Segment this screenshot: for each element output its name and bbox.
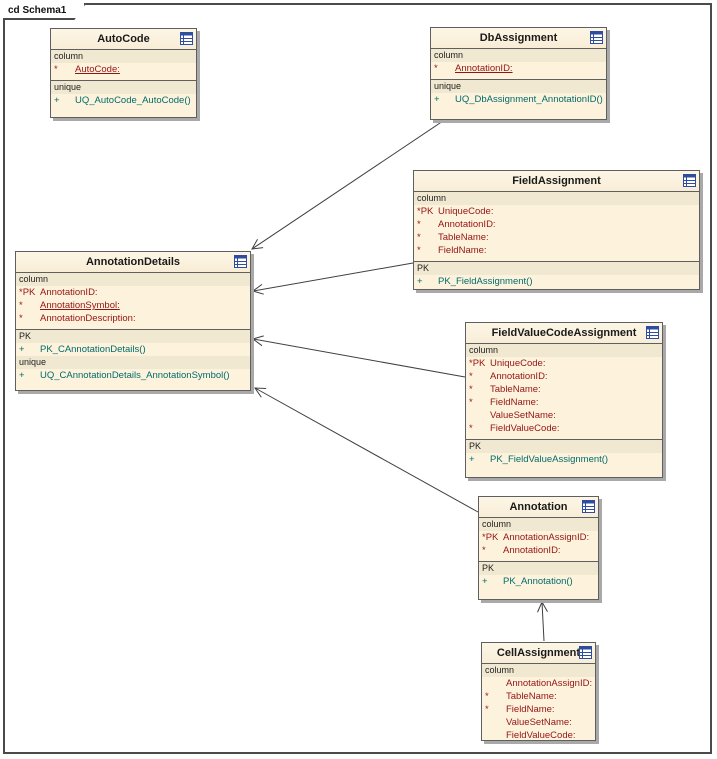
section-label: column — [431, 49, 606, 62]
section-label: column — [414, 192, 699, 205]
column-row: *TableName: — [469, 384, 541, 395]
column-row: *FieldValueCode: — [469, 423, 560, 434]
entity-name: CellAssignment — [496, 647, 581, 659]
entity-title: Annotation — [479, 497, 598, 518]
section-label: column — [51, 50, 196, 63]
table-icon — [646, 326, 659, 339]
table-icon — [180, 32, 193, 45]
entity-name: DbAssignment — [479, 32, 558, 44]
section-label: PK — [479, 562, 598, 575]
column-row: *AnnotationDescription: — [19, 313, 136, 324]
operation-row: +PK_CAnnotationDetails() — [19, 344, 146, 355]
compartment-columns: column *AutoCode: — [51, 50, 196, 80]
frame-label: cd Schema1 — [3, 3, 86, 20]
connector-annotation-to-annotationdetails[interactable] — [254, 387, 479, 513]
entity-title: AutoCode — [51, 29, 196, 50]
section-label: unique — [431, 80, 606, 93]
compartment-operations: PK +PK_FieldValueAssignment() — [466, 439, 662, 477]
operation-row: +PK_Annotation() — [482, 576, 573, 587]
column-row: *AnnotationID: — [482, 545, 561, 556]
section-label: column — [479, 518, 598, 531]
section-label: column — [16, 273, 250, 286]
connector-dbassignment-to-annotationdetails[interactable] — [251, 120, 444, 250]
section-label: PK — [466, 440, 662, 453]
section-label: column — [466, 344, 662, 357]
entity-name: AnnotationDetails — [85, 256, 181, 268]
section-label: PK — [414, 262, 699, 275]
connector-fieldvaluecodeassignment-to-annotationdetails[interactable] — [251, 335, 466, 378]
column-row: *AnnotationID: — [469, 371, 548, 382]
table-icon — [582, 500, 595, 513]
operation-row: +UQ_AutoCode_AutoCode() — [54, 95, 191, 106]
column-row: *FieldName: — [469, 397, 539, 408]
entity-name: FieldAssignment — [512, 175, 601, 187]
operation-row: +PK_FieldAssignment() — [417, 276, 533, 287]
column-row: *FieldName: — [417, 245, 487, 256]
entity-name: Annotation — [509, 501, 568, 513]
entity-autocode[interactable]: AutoCode column *AutoCode: unique +UQ_Au… — [50, 28, 197, 118]
operation-row: +UQ_CAnnotationDetails_AnnotationSymbol(… — [19, 370, 230, 381]
section-label: unique — [51, 81, 196, 94]
table-icon — [590, 31, 603, 44]
column-row: ValueSetName: — [506, 717, 572, 728]
column-row: *AutoCode: — [54, 64, 120, 75]
compartment-columns: column AnnotationAssignID: *TableName: *… — [482, 664, 595, 746]
column-row: *AnnotationID: — [434, 63, 513, 74]
compartment-operations: unique +UQ_DbAssignment_AnnotationID() — [431, 79, 606, 119]
entity-title: CellAssignment — [482, 643, 595, 664]
column-row: FieldValueCode: — [506, 730, 576, 741]
entity-name: FieldValueCodeAssignment — [491, 327, 637, 339]
column-row: ValueSetName: — [490, 410, 556, 421]
compartment-operations: PK +PK_Annotation() — [479, 561, 598, 599]
column-row: *AnnotationID: — [417, 219, 496, 230]
column-row: *TableName: — [417, 232, 489, 243]
section-label: column — [482, 664, 595, 677]
entity-title: AnnotationDetails — [16, 252, 250, 273]
connector-fieldassignment-to-annotationdetails[interactable] — [251, 262, 414, 295]
entity-title: FieldAssignment — [414, 171, 699, 192]
operation-row: +PK_FieldValueAssignment() — [469, 454, 609, 465]
entity-cellassignment[interactable]: CellAssignment column AnnotationAssignID… — [481, 642, 596, 741]
column-row: *FieldName: — [485, 704, 555, 715]
entity-title: FieldValueCodeAssignment — [466, 323, 662, 344]
section-label: PK — [16, 330, 250, 343]
table-icon — [234, 255, 247, 268]
section-label: unique — [16, 356, 250, 369]
compartment-operations: PK +PK_CAnnotationDetails() unique +UQ_C… — [16, 329, 250, 390]
connector-cellassignment-to-annotation[interactable] — [537, 600, 548, 642]
entity-title: DbAssignment — [431, 28, 606, 49]
entity-name: AutoCode — [97, 33, 150, 45]
column-row: *TableName: — [485, 691, 557, 702]
table-icon — [683, 174, 696, 187]
column-row: AnnotationAssignID: — [506, 678, 593, 689]
compartment-columns: column *AnnotationID: — [431, 49, 606, 79]
compartment-operations: unique +UQ_AutoCode_AutoCode() — [51, 80, 196, 117]
entity-dbassignment[interactable]: DbAssignment column *AnnotationID: uniqu… — [430, 27, 607, 120]
column-row: *AnnotationSymbol: — [19, 300, 120, 311]
operation-row: +UQ_DbAssignment_AnnotationID() — [434, 94, 603, 105]
diagram-frame — [3, 3, 712, 754]
compartment-operations: PK +PK_FieldAssignment() — [414, 261, 699, 292]
table-icon — [579, 646, 592, 659]
